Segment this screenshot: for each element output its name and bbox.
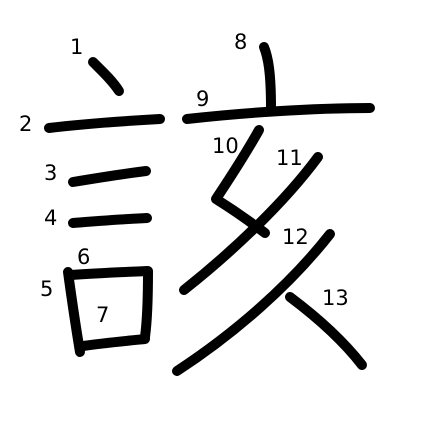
stroke-number-13: 13 (322, 286, 349, 310)
stroke-number-7: 7 (96, 303, 109, 327)
stroke-6 (66, 266, 153, 342)
stroke-number-10: 10 (212, 134, 239, 158)
stroke-9 (182, 103, 375, 124)
stroke-number-4: 4 (44, 206, 57, 230)
stroke-number-8: 8 (234, 30, 247, 54)
stroke-11 (179, 152, 323, 295)
stroke-12 (172, 229, 335, 376)
stroke-number-1: 1 (70, 35, 83, 59)
stroke-number-12: 12 (282, 225, 309, 249)
stroke-number-5: 5 (40, 277, 53, 301)
strokes (44, 42, 375, 376)
stroke-number-9: 9 (196, 87, 209, 111)
stroke-numbers: 1 2 3 4 5 6 7 8 9 10 11 12 13 (19, 30, 349, 327)
stroke-2 (44, 114, 165, 133)
stroke-4 (68, 213, 152, 228)
stroke-number-2: 2 (19, 112, 32, 136)
stroke-13 (285, 292, 367, 370)
stroke-number-6: 6 (77, 245, 90, 269)
stroke-10 (211, 125, 270, 238)
stroke-1 (88, 57, 124, 96)
stroke-number-3: 3 (44, 161, 57, 185)
stroke-5 (63, 267, 85, 357)
stroke-number-11: 11 (276, 146, 303, 170)
stroke-3 (68, 166, 151, 187)
stroke-8 (259, 42, 276, 113)
stroke-7 (78, 334, 150, 351)
